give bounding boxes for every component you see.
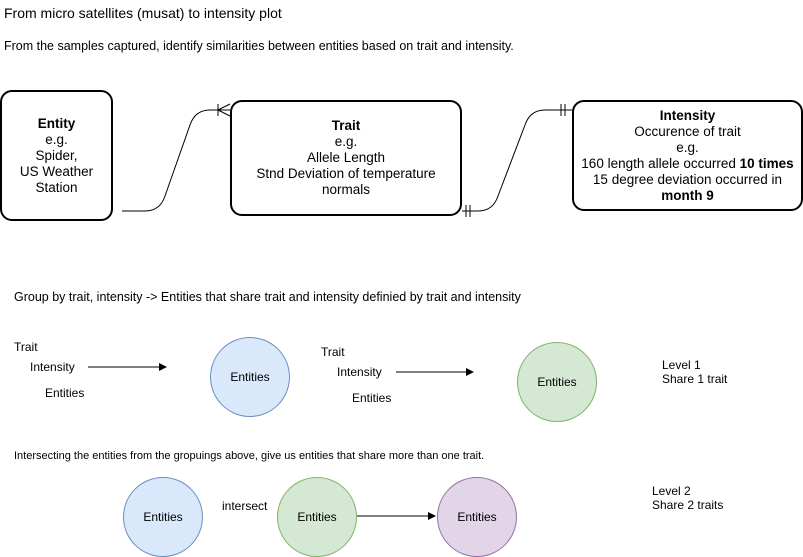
crows-foot-many-icon xyxy=(217,103,231,117)
level2-desc: Share 2 traits xyxy=(652,498,724,512)
circle-label: Entities xyxy=(537,375,577,389)
left-entities-label: Entities xyxy=(45,386,85,400)
level1-title: Level 1 xyxy=(662,358,701,372)
intensity-line: 15 degree deviation occurred in xyxy=(592,171,783,187)
entity-line: e.g. xyxy=(45,131,68,147)
intersect-operator-label: intersect xyxy=(222,499,268,513)
intensity-heading: Intensity xyxy=(659,107,716,123)
trait-line: Allele Length xyxy=(306,150,386,165)
trait-heading: Trait xyxy=(331,118,361,133)
trait-line: Stnd Deviation of temperature xyxy=(256,166,436,181)
intersect-heading: Intersecting the entities from the gropu… xyxy=(14,450,485,462)
circle-label: Entities xyxy=(457,510,497,524)
circle-label: Entities xyxy=(230,370,270,384)
intensity-line-text: 160 length allele occurred xyxy=(581,155,740,171)
entity-trait-connector xyxy=(122,109,230,212)
entity-line: US Weather xyxy=(19,163,94,179)
trait-line: e.g. xyxy=(334,134,358,149)
left-trait-label: Trait xyxy=(14,340,38,354)
entities-circle-result: Entities xyxy=(437,477,517,557)
trait-box: Trait e.g. Allele Length Stnd Deviation … xyxy=(230,100,462,216)
one-mandatory-right-icon xyxy=(560,104,566,116)
trait-line: normals xyxy=(321,182,370,197)
entities-circle-b: Entities xyxy=(277,477,357,557)
level2-title: Level 2 xyxy=(652,484,691,498)
group-heading: Group by trait, intensity -> Entities th… xyxy=(14,290,521,304)
entity-heading: Entity xyxy=(37,115,76,131)
entities-circle-green: Entities xyxy=(517,342,597,422)
entity-line: Station xyxy=(35,179,78,195)
intensity-box: Intensity Occurence of trait e.g. 160 le… xyxy=(572,100,803,211)
entity-box: Entity e.g. Spider, US Weather Station xyxy=(0,90,113,221)
one-mandatory-left-icon xyxy=(465,205,471,217)
mid-intensity-label: Intensity xyxy=(337,365,382,379)
mid-trait-label: Trait xyxy=(321,345,345,359)
mid-entities-label: Entities xyxy=(352,391,392,405)
circle-label: Entities xyxy=(297,510,337,524)
entity-line: Spider, xyxy=(35,147,78,163)
left-intensity-label: Intensity xyxy=(30,360,75,374)
intensity-line: e.g. xyxy=(676,139,699,155)
level1-desc: Share 1 trait xyxy=(662,372,728,386)
intensity-line: 160 length allele occurred 10 times xyxy=(581,156,793,172)
intensity-line-bold: month 9 xyxy=(661,187,714,203)
intensity-line: Occurence of trait xyxy=(634,123,741,139)
diagram-title: From micro satellites (musat) to intensi… xyxy=(4,5,282,21)
entities-circle-blue: Entities xyxy=(210,337,290,417)
intensity-line-bold: 10 times xyxy=(739,155,794,171)
circle-label: Entities xyxy=(143,510,183,524)
entities-circle-a: Entities xyxy=(123,477,203,557)
trait-intensity-connector xyxy=(462,109,572,212)
diagram-subtitle: From the samples captured, identify simi… xyxy=(4,39,514,53)
